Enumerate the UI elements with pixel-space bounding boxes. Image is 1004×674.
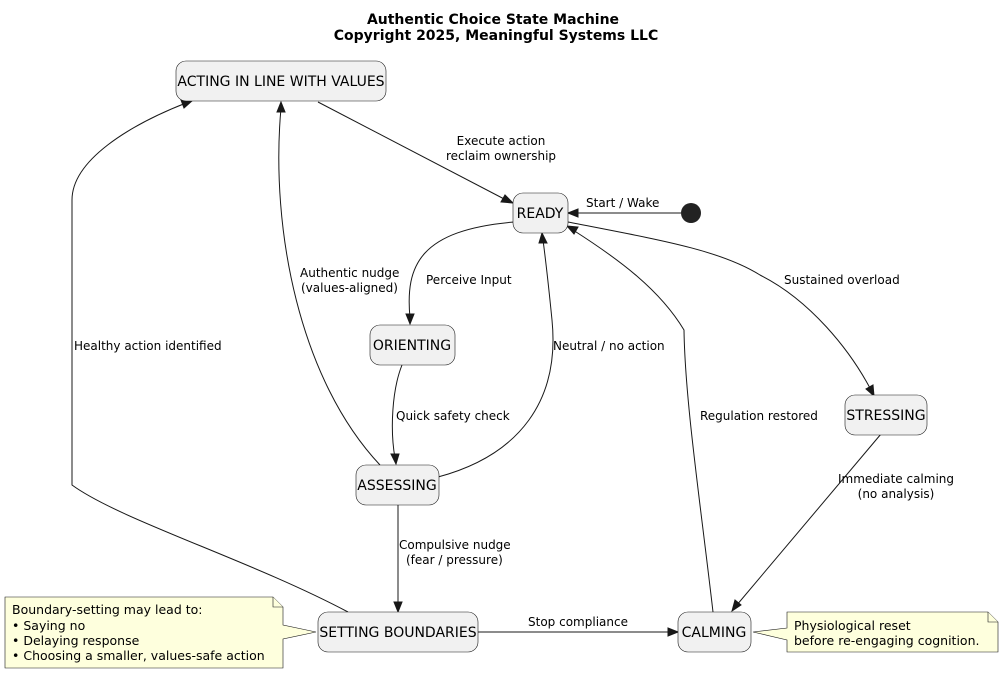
diagram-subtitle: Copyright 2025, Meaningful Systems LLC [334,28,658,44]
edge-ready-to-stressing [567,221,872,391]
label-quick-safety-check: Quick safety check [396,409,510,423]
edge-acting-to-ready [317,101,509,202]
label-stop-compliance: Stop compliance [528,615,628,629]
diagram-title: Authentic Choice State Machine [367,12,619,28]
label-perceive-input: Perceive Input [426,273,512,287]
state-label-calming: CALMING [682,625,747,641]
arrowhead-calming-1 [731,599,742,613]
label-start-wake: Start / Wake [586,196,659,210]
state-assessing: ASSESSING [355,464,440,506]
edge-assessing-to-ready [437,239,554,478]
note-calming: Physiological reset before re-engaging c… [752,611,999,653]
arrowhead-ready-3 [565,225,579,235]
label-execute-action: Execute action [457,134,546,148]
state-stressing: STRESSING [844,394,928,436]
note-calming-line-2: before re-engaging cognition. [794,633,979,648]
state-label-stressing: STRESSING [846,408,925,424]
arrowhead-acting-1 [276,100,286,113]
arrowhead-assessing [390,453,400,466]
note-boundary-line-2: • Saying no [12,618,85,633]
note-boundary-line-4: • Choosing a smaller, values-safe action [12,648,265,663]
state-label-orienting: ORIENTING [373,338,451,354]
label-immediate-calming: Immediate calming [838,472,954,486]
state-label-boundaries: SETTING BOUNDARIES [319,625,476,641]
state-label-assessing: ASSESSING [357,478,436,494]
edge-orienting-to-assessing [391,364,403,459]
state-calming: CALMING [677,611,752,653]
arrowhead-orienting [405,313,415,326]
note-calming-line-1: Physiological reset [794,618,911,633]
arrowhead-ready-start [566,208,579,218]
arrowhead-ready-2 [538,231,548,244]
label-authentic-nudge: Authentic nudge [300,266,399,280]
label-no-analysis: (no analysis) [858,487,935,501]
edge-boundaries-to-acting [71,102,349,613]
edge-assessing-to-acting [278,107,381,466]
state-orienting: ORIENTING [369,324,456,366]
edge-ready-to-orienting [408,221,515,319]
label-neutral-no-action: Neutral / no action [553,339,665,353]
note-boundary-line-1: Boundary-setting may lead to: [12,602,203,617]
arrowhead-boundaries [393,601,403,614]
state-label-acting: ACTING IN LINE WITH VALUES [177,74,384,90]
state-ready: READY [512,192,569,234]
arrowhead-calming-2 [667,627,680,637]
state-acting-in-line-with-values: ACTING IN LINE WITH VALUES [175,60,387,102]
state-setting-boundaries: SETTING BOUNDARIES [317,611,479,653]
label-regulation-restored: Regulation restored [700,409,818,423]
initial-state-dot [681,203,701,223]
label-healthy-action: Healthy action identified [74,339,222,353]
state-label-ready: READY [517,206,564,222]
edge-stressing-to-calming [735,433,882,607]
arrowhead-stressing [865,384,875,398]
note-boundary-line-3: • Delaying response [12,633,140,648]
arrowhead-ready-1 [500,194,515,204]
note-boundary-setting: Boundary-setting may lead to: • Saying n… [4,596,317,669]
label-values-aligned: (values-aligned) [301,281,398,295]
label-fear-pressure: (fear / pressure) [406,553,503,567]
label-reclaim-ownership: reclaim ownership [446,149,556,163]
label-sustained-overload: Sustained overload [784,273,900,287]
edge-calming-to-ready [572,229,714,613]
label-compulsive-nudge: Compulsive nudge [399,538,511,552]
